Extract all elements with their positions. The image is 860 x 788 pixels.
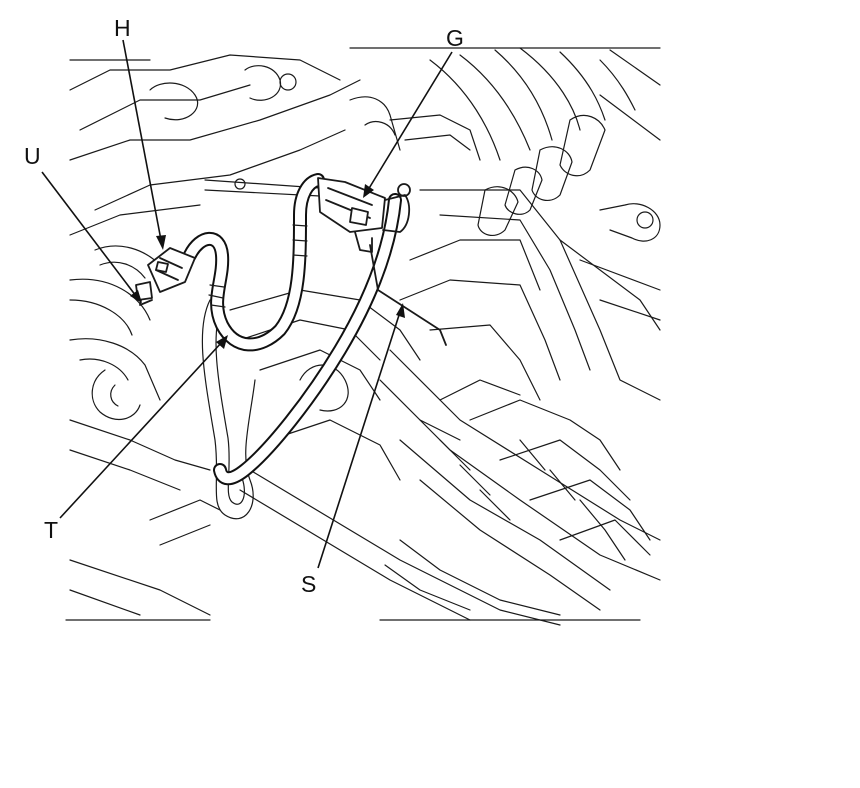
leader-lines bbox=[41, 39, 453, 569]
hose-s bbox=[213, 193, 402, 486]
callout-label-t: T bbox=[44, 517, 58, 543]
callout-label-u: U bbox=[24, 143, 41, 169]
engine-block-linework bbox=[65, 47, 661, 626]
connector-h bbox=[135, 247, 196, 306]
callout-label-s: S bbox=[301, 571, 316, 597]
callout-label-g: G bbox=[446, 25, 464, 51]
hose-clip bbox=[369, 244, 447, 346]
hose-t bbox=[183, 173, 325, 352]
hose-t-ribbing bbox=[208, 224, 308, 308]
callout-label-h: H bbox=[114, 15, 131, 41]
